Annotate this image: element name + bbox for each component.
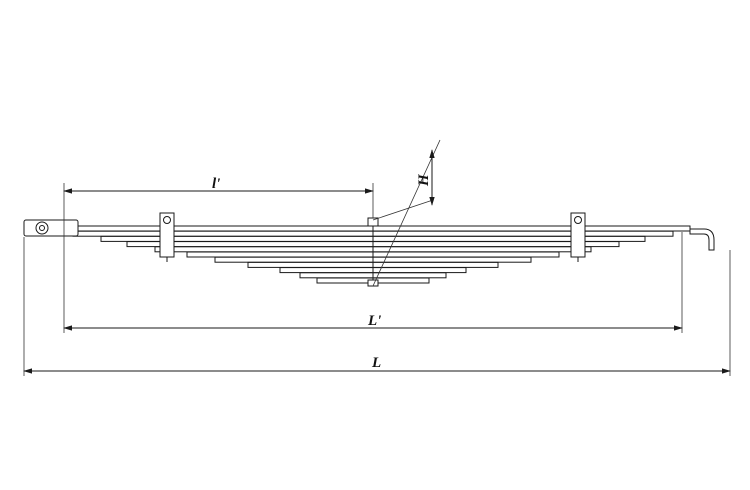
dimension-lines [23,149,731,374]
right-hook [689,228,715,251]
label-H: H [416,173,432,187]
extension-lines [23,139,731,376]
label-L-prime: L' [367,313,381,329]
left-clamp [159,212,175,262]
label-L: L [371,355,381,371]
label-l-prime: l' [212,176,220,192]
right-clamp [570,212,586,262]
left-eye [23,219,79,237]
